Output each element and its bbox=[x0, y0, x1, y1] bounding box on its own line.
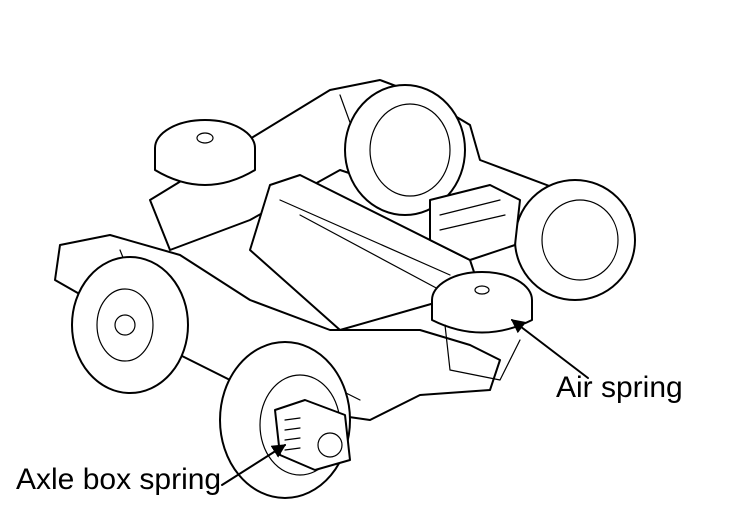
air-spring-label: Air spring bbox=[556, 371, 683, 404]
axle-box-spring-label: Axle box spring bbox=[16, 463, 222, 496]
front-air-spring bbox=[431, 271, 533, 381]
rear-right-wheel bbox=[514, 179, 636, 301]
air-spring-leader bbox=[510, 319, 589, 379]
axle-box-spring-leader bbox=[221, 444, 287, 486]
rear-left-wheel bbox=[344, 84, 466, 216]
rear-air-spring bbox=[154, 119, 256, 186]
front-left-wheel bbox=[71, 256, 189, 394]
gearbox bbox=[429, 184, 521, 261]
